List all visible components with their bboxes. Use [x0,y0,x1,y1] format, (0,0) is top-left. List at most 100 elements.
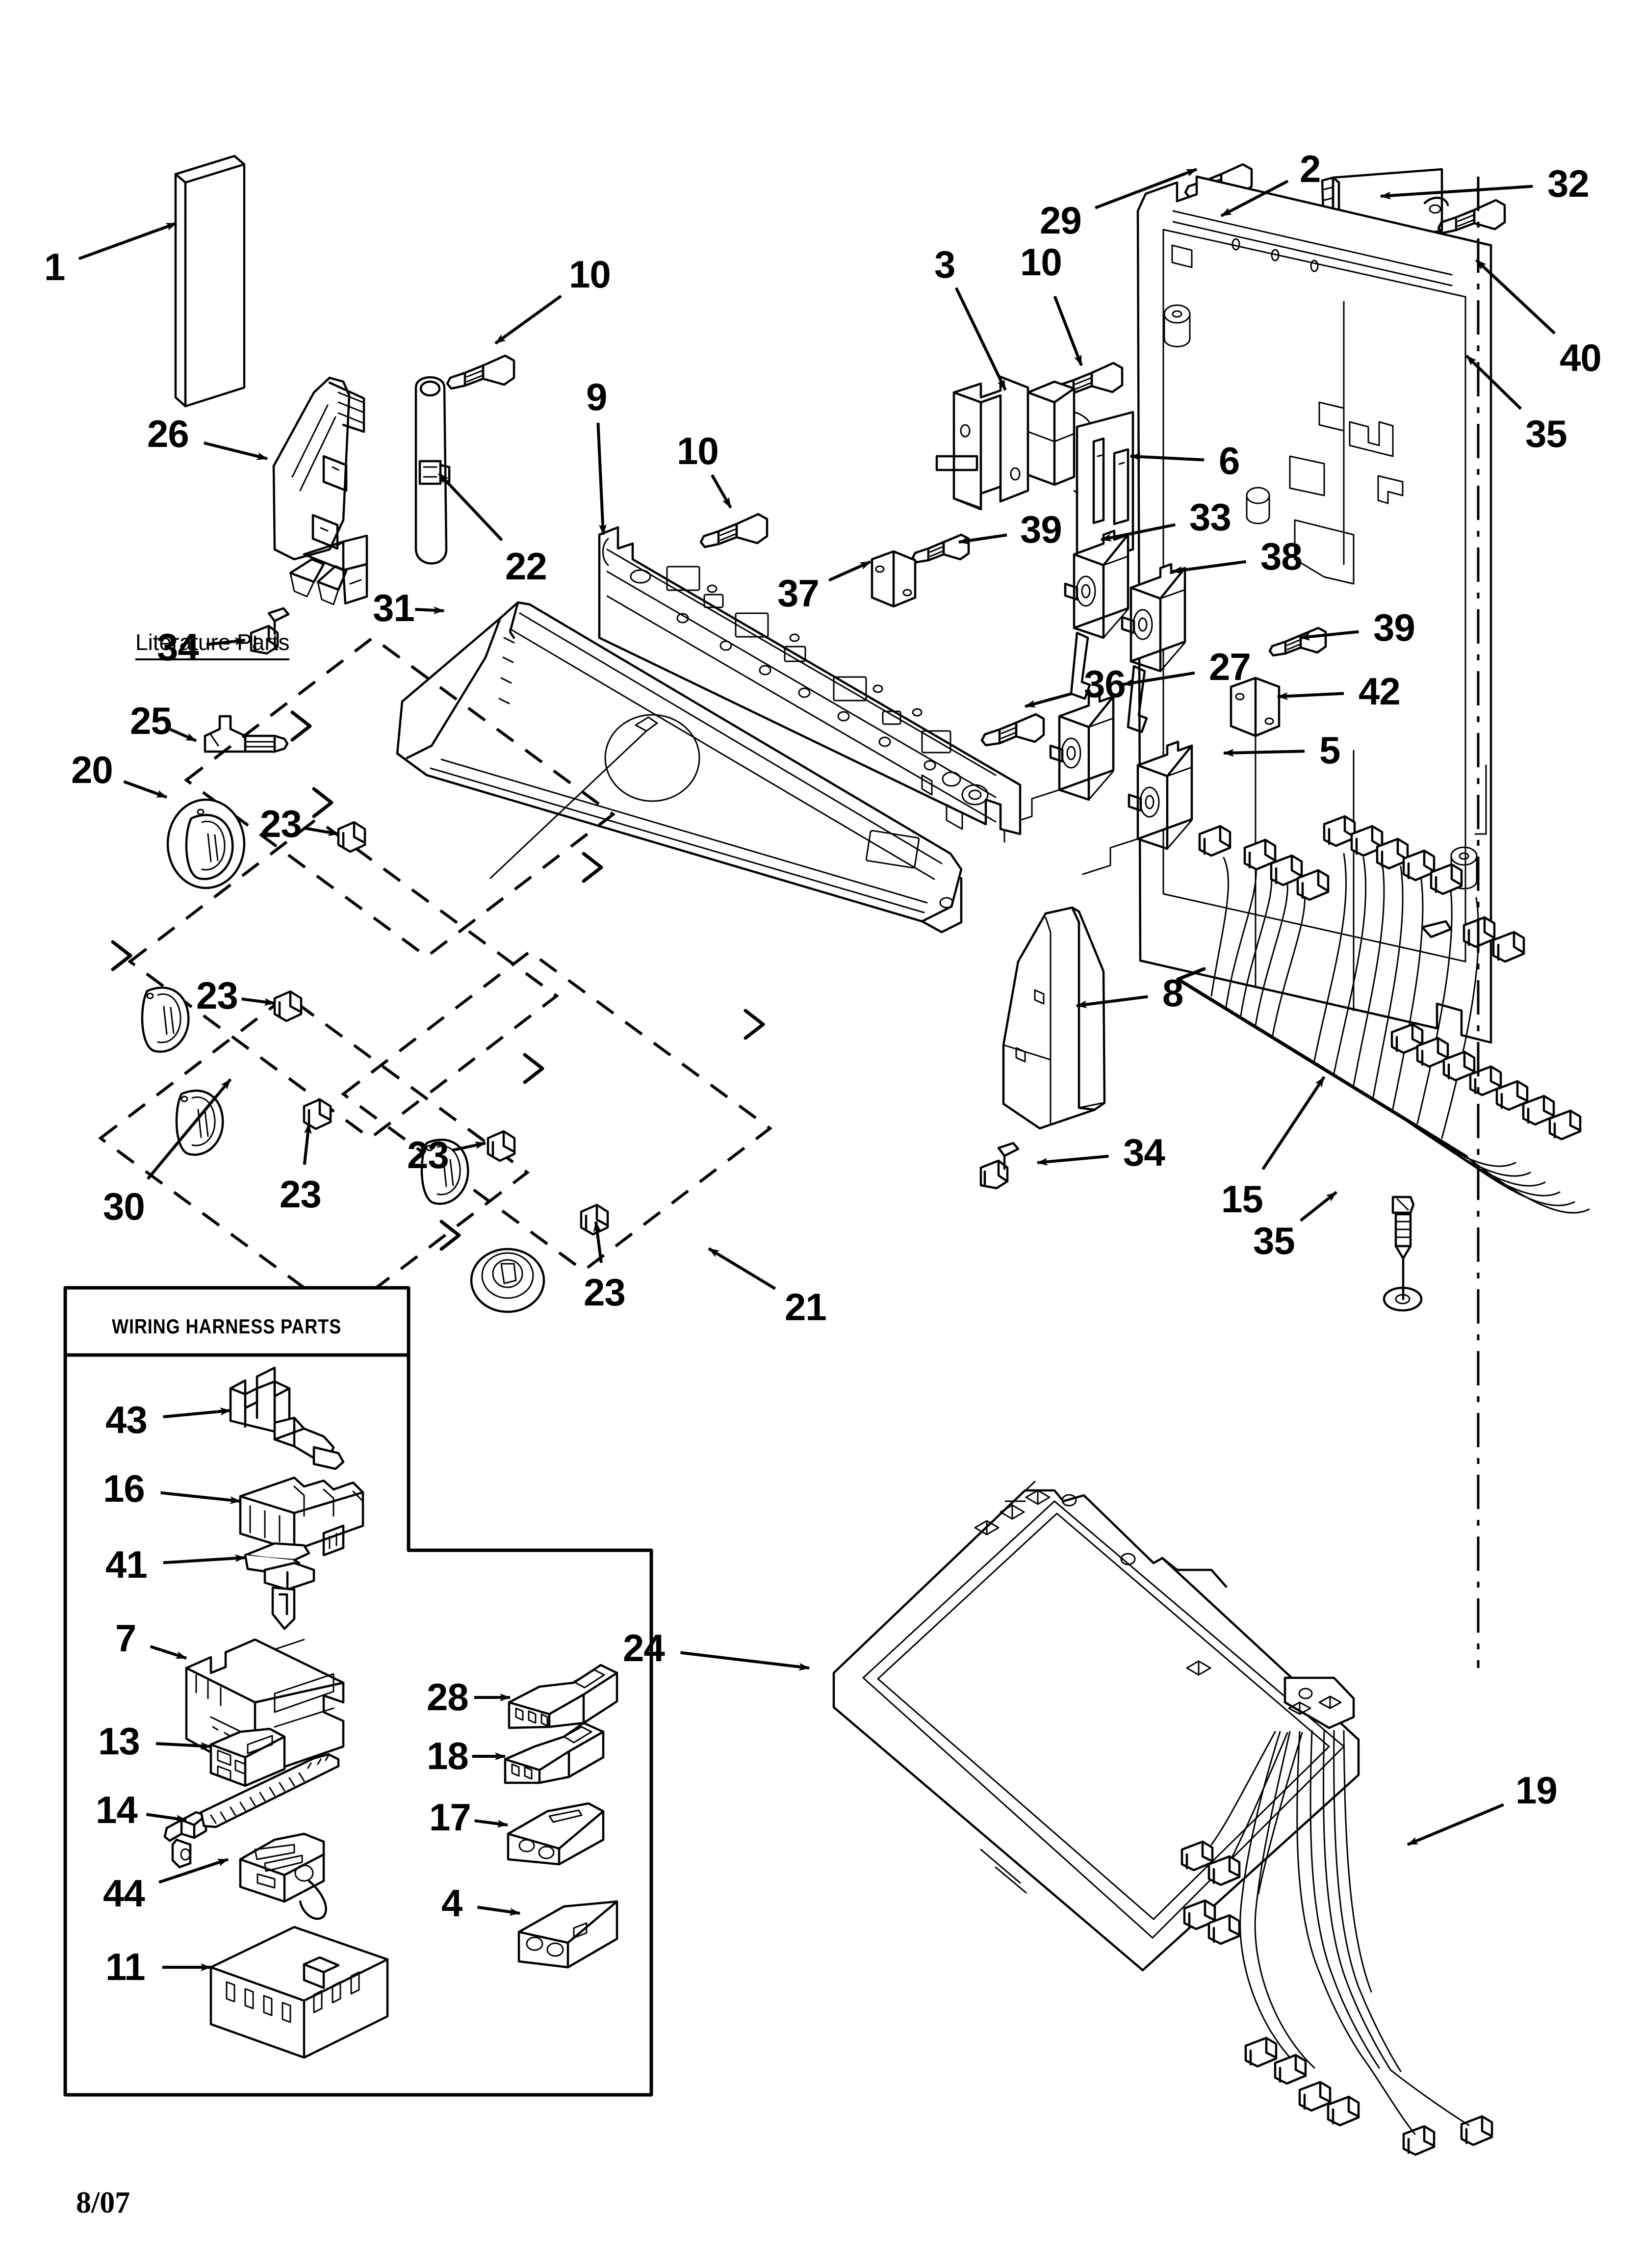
part-34-clip-left [250,607,290,655]
leader-38-15 [1172,560,1247,574]
callout-number-43: 43 [105,1398,148,1441]
part-38-switch [1121,563,1186,733]
callout-number-41: 41 [105,1543,148,1586]
callout-number-26: 26 [147,412,189,455]
leader-23-27 [305,827,339,836]
literature-parts-caption: Literature Parts [135,629,290,660]
leader-14-46 [146,1813,187,1823]
part-37-cap [871,550,917,608]
callout-number-20: 20 [71,748,113,791]
leader-35-35 [1300,1191,1337,1222]
callout-number-36: 36 [1084,662,1126,705]
callout-number-5: 5 [1319,729,1340,772]
part-15-wire-harness [1176,815,1590,1214]
part-26-console-bracket [272,376,368,605]
callout-number-10: 10 [1020,240,1062,284]
part-39-screw-b [980,713,1045,747]
part-25-screw [204,715,289,753]
dashed-assembly-outlines [98,636,773,1317]
part-2-rear-panel [1136,175,1492,1044]
callout-number-17: 17 [429,1796,471,1839]
callout-number-18: 18 [427,1734,469,1777]
leader-30-32 [146,1078,232,1180]
leader-23-28 [241,997,275,1006]
callout-number-10: 10 [569,253,611,296]
leader-43-38 [163,1408,231,1418]
part-44-connector [239,1832,327,1920]
part-4-connector [517,1900,618,1969]
leader-lines [78,168,1556,1971]
callout-number-32: 32 [1547,162,1590,205]
part-13-connector [209,1727,286,1787]
leader-17-47 [474,1819,508,1828]
callout-number-44: 44 [103,1872,145,1915]
callout-number-35: 35 [1525,412,1567,455]
part-5-switch [1082,740,1193,875]
callout-number-25: 25 [130,699,172,742]
date-stamp: 8/07 [76,2186,130,2219]
part-30-knob-d [420,1138,469,1205]
leader-4-49 [477,1905,520,1916]
callout-number-23: 23 [196,974,238,1017]
leader-8-29 [1076,995,1148,1009]
callout-number-19: 19 [1515,1769,1558,1812]
leader-10-2 [494,294,562,345]
leader-22-16 [437,472,503,542]
part-32-screw [1437,199,1506,235]
leader-27-22 [1123,671,1195,687]
wiring-harness-box-title: WIRING HARNESS PARTS [112,1315,342,1338]
part-9-control-mount-strip [598,526,1022,835]
leader-40-10 [1475,259,1556,335]
callout-number-13: 13 [98,1720,140,1763]
callout-number-21: 21 [785,1285,827,1329]
callout-number-28: 28 [427,1675,469,1719]
callout-number-42: 42 [1359,670,1401,713]
part-11-connector [209,1926,389,2059]
leader-31-17 [415,606,444,614]
callout-number-27: 27 [1209,645,1251,688]
part-31-console-front [396,601,963,934]
part-23-clips [273,821,609,1236]
callout-number-3: 3 [934,243,955,286]
leader-44-48 [158,1858,229,1884]
callout-number-14: 14 [96,1788,138,1831]
callout-number-37: 37 [777,572,820,615]
callout-number-1: 1 [44,245,65,288]
part-16-connector [239,1476,364,1557]
leader-7-41 [150,1645,187,1660]
leader-13-44 [155,1742,211,1750]
leader-33-13 [1101,523,1176,542]
part-10-screw-b [699,513,769,548]
part-35-screw-washer [1383,1196,1423,1312]
leader-36-21 [1025,692,1072,708]
leader-29-7 [1095,168,1198,209]
leader-5-25 [1223,749,1305,757]
part-17-connector [507,1802,605,1866]
callout-number-39: 39 [1020,508,1062,551]
callout-number-40: 40 [1560,336,1602,379]
callout-number-4: 4 [441,1881,462,1925]
leader-20-26 [123,780,168,799]
callout-number-10: 10 [677,429,719,472]
leader-39-14 [958,533,1007,545]
callout-number-9: 9 [586,375,607,418]
leader-41-40 [163,1554,246,1564]
leader-37-18 [828,560,872,582]
callout-number-30: 30 [103,1185,145,1228]
callout-number-23: 23 [584,1271,626,1314]
leader-26-1 [204,441,268,460]
callout-number-35: 35 [1253,1219,1295,1262]
wiring-harness-box [63,1286,653,2097]
leader-6-12 [1130,453,1205,462]
part-20-knob-b [141,986,190,1053]
callout-number-16: 16 [103,1467,145,1510]
leader-23-33 [452,1141,486,1152]
leader-34-19 [206,637,246,646]
part-39-screw-c [1268,626,1327,657]
leader-15-34 [1261,1076,1326,1171]
part-39-screw-a [911,533,970,564]
part-3-timer [935,375,1100,511]
leader-10-6 [1053,295,1083,366]
callout-number-2: 2 [1300,147,1321,190]
callout-number-38: 38 [1260,535,1303,578]
